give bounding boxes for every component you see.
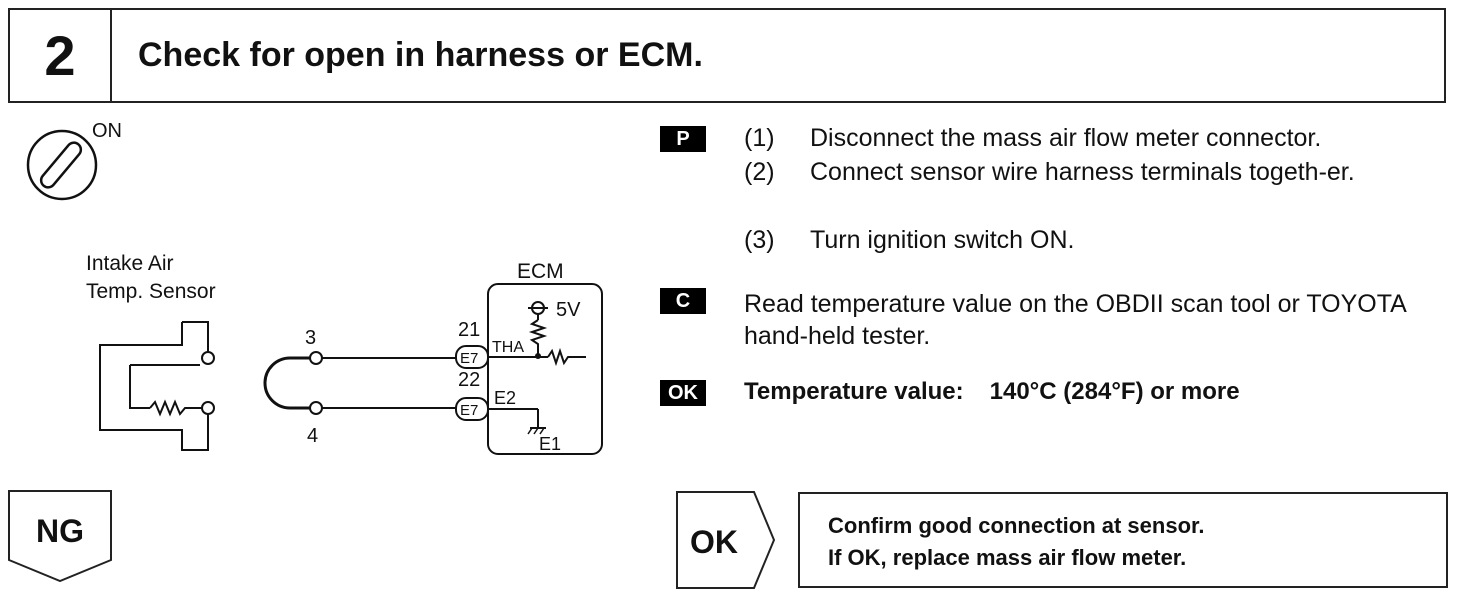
prep-step-text: Turn ignition switch ON.	[810, 226, 1075, 254]
prep-step-number: (1)	[744, 124, 775, 152]
terminal-3-label: 3	[305, 327, 316, 349]
ok-branch-arrow	[676, 491, 776, 589]
ok-condition-label: Temperature value:	[744, 378, 964, 405]
ok-condition: Temperature value: 140°C (284°F) or more	[744, 378, 1240, 406]
step-header: 2 Check for open in harness or ECM.	[8, 8, 1446, 103]
prep-step-number: (3)	[744, 226, 775, 254]
ecm-internal-circuit	[488, 301, 586, 435]
jumper-wire	[263, 351, 458, 415]
ignition-on-label: ON	[92, 120, 122, 142]
ok-branch-label: OK	[690, 524, 738, 560]
wiring-diagram: ON Intake Air Temp. Sensor 3 4 ECM 21 E7…	[26, 120, 603, 455]
terminal-4-label: 4	[307, 425, 318, 447]
pin-22-label: 22	[458, 369, 480, 391]
prep-step-1: (1) Disconnect the mass air flow meter co…	[744, 122, 1446, 154]
prep-badge: P	[660, 126, 706, 152]
ecm-label: ECM	[517, 260, 564, 283]
sensor-label-line1: Intake Air	[86, 252, 174, 275]
check-instruction: Read temperature value on the OBDII scan…	[744, 290, 1406, 350]
step-title: Check for open in harness or ECM.	[138, 36, 703, 74]
ng-branch-label: NG	[36, 513, 84, 549]
signal-tha-label: THA	[492, 339, 524, 356]
pin-21-label: 21	[458, 319, 480, 341]
step-number: 2	[10, 10, 112, 101]
sensor-label-line2: Temp. Sensor	[86, 280, 216, 303]
ok-badge: OK	[660, 380, 706, 406]
prep-step-2: (2) Connect sensor wire harness terminals…	[744, 156, 1446, 188]
sensor-body	[99, 321, 215, 451]
ok-result-box: Confirm good connection at sensor. If OK…	[798, 492, 1448, 588]
ng-branch-arrow	[8, 490, 112, 582]
prep-step-3: (3) Turn ignition switch ON.	[744, 224, 1446, 256]
ok-result-line-2: If OK, replace mass air flow meter.	[828, 545, 1187, 570]
ignition-switch-icon	[26, 129, 98, 201]
voltage-5v-label: 5V	[556, 299, 581, 321]
signal-e2-label: E2	[494, 388, 516, 408]
signal-e1-label: E1	[539, 434, 561, 454]
connector-e7-top-label: E7	[460, 350, 478, 367]
check-badge: C	[660, 288, 706, 314]
ok-condition-value: 140°C (284°F) or more	[989, 378, 1240, 405]
ok-result-line-1: Confirm good connection at sensor.	[828, 513, 1205, 538]
prep-step-number: (2)	[744, 158, 775, 186]
connector-e7-bottom-label: E7	[460, 402, 478, 419]
prep-step-text: Connect sensor wire harness terminals to…	[810, 158, 1355, 186]
prep-step-text: Disconnect the mass air flow meter conne…	[810, 124, 1322, 152]
ecm-box	[487, 283, 603, 455]
